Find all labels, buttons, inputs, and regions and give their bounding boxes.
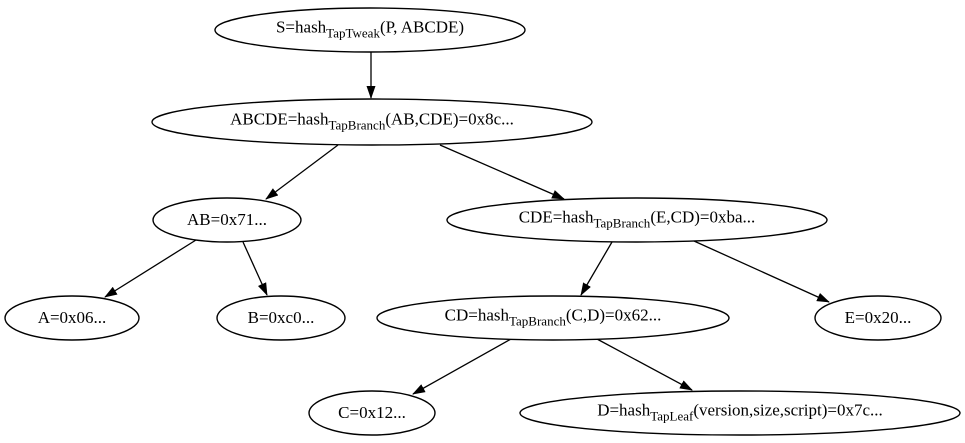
node-cd-subscript: TapBranch: [509, 313, 566, 329]
node-e-text: E=0x20...: [844, 307, 912, 327]
edge-cd-d: [596, 338, 693, 391]
node-ab-text: AB=0x71...: [187, 209, 267, 229]
node-b-ellipse: [216, 295, 346, 341]
node-c-label: C=0x12...: [338, 404, 406, 421]
node-c-text: C=0x12...: [338, 402, 406, 422]
edge-cde-cd: [580, 241, 613, 296]
node-cd-text: CD=hash: [444, 305, 509, 325]
edge-ab-b: [242, 241, 268, 296]
node-abcde-label: ABCDE=hashTapBranch(AB,CDE)=0x8c...: [230, 111, 514, 132]
node-c-ellipse: [308, 390, 436, 436]
node-cde-label: CDE=hashTapBranch(E,CD)=0xba...: [519, 209, 756, 230]
edge-cde-e: [693, 240, 830, 303]
node-cde-ellipse: [446, 197, 828, 243]
node-e-ellipse: [814, 295, 942, 341]
node-s-label: S=hashTapTweak(P, ABCDE): [276, 19, 464, 40]
node-d-args: (version,size,script)=0x7c...: [693, 400, 883, 420]
node-a-text: A=0x06...: [37, 307, 107, 327]
node-b-label: B=0xc0...: [248, 309, 315, 326]
node-abcde-ellipse: [151, 98, 593, 146]
edge-abcde-ab: [265, 144, 339, 200]
node-a-label: A=0x06...: [38, 309, 107, 326]
node-ab-ellipse: [152, 197, 302, 243]
node-d-label: D=hashTapLeaf(version,size,script)=0x7c.…: [597, 402, 883, 423]
edge-ab-a: [104, 239, 197, 298]
node-ab-label: AB=0x71...: [187, 211, 267, 228]
node-d-ellipse: [519, 390, 961, 436]
node-cd-args: (C,D)=0x62...: [565, 305, 662, 325]
node-s-text: S=hash: [275, 17, 327, 37]
edge-abcde-cde: [439, 144, 565, 200]
node-abcde-text: ABCDE=hash: [230, 109, 329, 129]
edge-cd-c: [412, 338, 512, 395]
node-abcde-subscript: TapBranch: [328, 117, 386, 133]
node-e-label: E=0x20...: [845, 309, 912, 326]
node-abcde-args: (AB,CDE)=0x8c...: [385, 109, 514, 129]
node-d-text: D=hash: [597, 400, 651, 420]
node-cde-subscript: TapBranch: [593, 215, 651, 231]
node-a-ellipse: [4, 295, 140, 341]
node-cde-text: CDE=hash: [518, 207, 594, 227]
node-b-text: B=0xc0...: [247, 307, 315, 327]
node-d-subscript: TapLeaf: [650, 408, 694, 424]
node-s-ellipse: [214, 7, 526, 53]
node-cd-ellipse: [376, 295, 730, 341]
node-s-args: (P, ABCDE): [379, 17, 465, 37]
node-s-subscript: TapTweak: [326, 25, 380, 41]
node-cde-args: (E,CD)=0xba...: [650, 207, 756, 227]
node-cd-label: CD=hashTapBranch(C,D)=0x62...: [445, 307, 662, 328]
